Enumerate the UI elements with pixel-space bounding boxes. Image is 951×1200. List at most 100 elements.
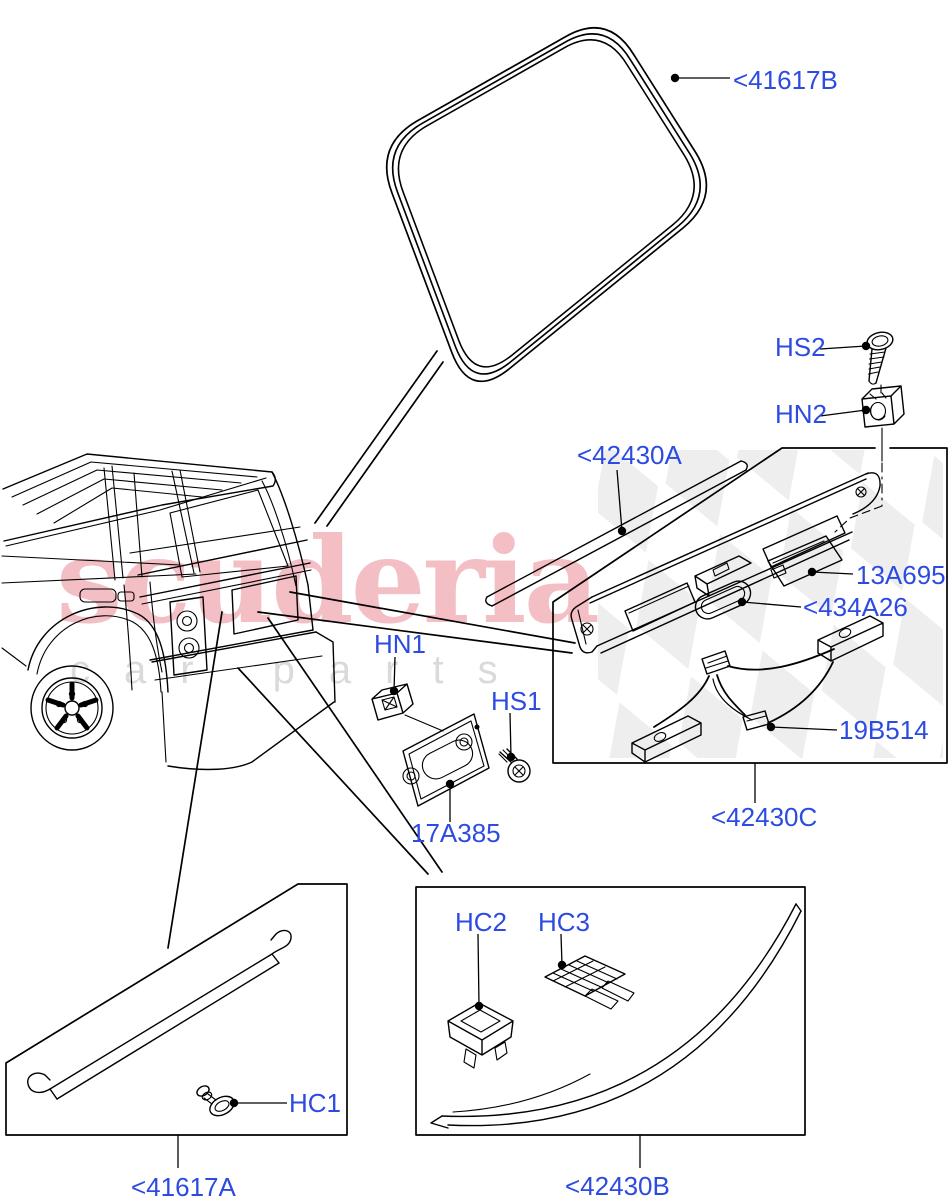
car-wheel-arch (27, 606, 169, 693)
pointer-line-to-lower-trim-box (237, 667, 429, 875)
car-spoiler-line (129, 526, 301, 554)
upper-finisher-strip-42430A (485, 460, 748, 607)
part-labels: <41617B HS2 HN2 <42430A 13A695 <434A26 1… (131, 65, 946, 1200)
car-rear-glass (169, 489, 289, 578)
hs2-screw-drawing (866, 331, 894, 385)
car-bumper-bottom (167, 701, 335, 771)
seal-inner-ring (397, 39, 695, 368)
box-42430B-outline (415, 886, 806, 1136)
weatherstrip-box (5, 883, 348, 1136)
car-bumper-top (151, 631, 317, 663)
car-hub (64, 700, 80, 716)
part-label-41617B[interactable]: <41617B (733, 65, 838, 95)
car-c-pillar (171, 469, 201, 574)
part-label-13A695[interactable]: 13A695 (856, 560, 946, 590)
panel-lamp-recess-left (624, 582, 696, 632)
car-wheel-lugs (55, 690, 89, 724)
part-label-434A26[interactable]: <434A26 (803, 592, 908, 622)
car-roof-gutter (5, 477, 267, 547)
part-label-HS1[interactable]: HS1 (491, 686, 542, 716)
car-tailgate-top (137, 539, 308, 576)
pointer-line-to-finisher-box (289, 591, 576, 644)
car-taillight-lamp-inner (183, 642, 195, 654)
watermark-tagline-text: car parts (70, 648, 532, 692)
panel-top-edge (589, 472, 869, 604)
part-label-HC1[interactable]: HC1 (289, 1088, 341, 1118)
car-taillight-lamp (178, 637, 200, 659)
car-wheel-arch-inner (36, 615, 162, 693)
weatherstrip-41617A (27, 929, 292, 1100)
box-41617A-outline (5, 883, 348, 1136)
hn1-clip-drawing (371, 683, 444, 732)
box-42430C-outline (552, 447, 948, 764)
car-wheel-spokes (45, 681, 99, 731)
part-label-42430C[interactable]: <42430C (711, 802, 817, 832)
plate-oval-hole (421, 739, 474, 780)
car-roof-rib (22, 469, 242, 506)
car-door-seam (123, 584, 133, 691)
seal-middle-ring (391, 33, 702, 375)
car-window-sill (1, 573, 197, 584)
panel-left-face-line (577, 609, 587, 645)
car-roof-rib (53, 487, 203, 524)
tailgate-seal-drawing (385, 27, 708, 383)
watermark: scuderia car parts (56, 450, 943, 758)
car-taillight-housing (169, 596, 208, 676)
part-label-41617A[interactable]: <41617A (131, 1172, 236, 1200)
pointer-line-to-finisher-box (257, 611, 573, 654)
keyless-keypad-13A695 (767, 535, 843, 587)
watermark-brand-text: scuderia (56, 511, 598, 650)
license-lamp-lower (631, 715, 702, 763)
panel-left-endcap (570, 596, 598, 654)
leader-lines (177, 73, 871, 1168)
part-label-19B514[interactable]: 19B514 (839, 715, 929, 745)
lower-trim-blade-42430B (430, 903, 802, 1129)
pointer-line-to-weatherstrip-box (167, 611, 223, 949)
car-d-pillar-inner (261, 480, 297, 587)
part-label-17A385[interactable]: 17A385 (411, 818, 501, 848)
part-label-HS2[interactable]: HS2 (775, 332, 826, 362)
part-label-HC2[interactable]: HC2 (455, 907, 507, 937)
car-mudflap (161, 691, 167, 763)
car-taillight-lamp-inner (181, 615, 193, 627)
car-tailgate-right-edge (307, 584, 314, 631)
harness-wire (653, 675, 710, 728)
car-roof-edge (2, 453, 273, 490)
vehicle-illustration (1, 453, 336, 771)
part-label-42430B[interactable]: <42430B (565, 1171, 670, 1200)
panel-bottom-edge (596, 531, 853, 654)
hs1-screw-drawing (498, 748, 531, 783)
harness-wire (767, 661, 834, 724)
lower-trim-box (415, 886, 806, 1136)
car-door-handle (79, 588, 117, 603)
panel-screw-mark (580, 622, 594, 636)
part-label-42430A[interactable]: <42430A (577, 440, 682, 470)
hc3-clip-drawing (544, 955, 635, 1010)
car-handle-strip-lower (141, 569, 312, 605)
panel-screw-mark (855, 486, 867, 498)
car-roof-rib (11, 461, 258, 498)
panel-center-block (694, 555, 752, 597)
pointer-line-to-seal (326, 361, 444, 527)
car-taillight-lamp (176, 610, 198, 632)
car-plate-recess (231, 575, 299, 635)
panel-center-slot (712, 562, 730, 577)
harness-wire (727, 648, 835, 671)
car-bumper-corner (315, 631, 336, 703)
part-label-HN2[interactable]: HN2 (775, 399, 827, 429)
car-waist-line (1, 555, 181, 566)
oval-gasket-434A26 (694, 580, 752, 620)
hidden-attachment-line (834, 427, 883, 533)
mounting-plate-17A385 (402, 713, 490, 807)
license-lamp-harness (631, 615, 884, 763)
hc2-clip-drawing (447, 1002, 514, 1069)
pointer-line-to-seal (314, 350, 438, 524)
car-tire (30, 665, 114, 751)
part-label-HN1[interactable]: HN1 (374, 629, 426, 659)
car-b-pillar (103, 465, 124, 581)
part-label-HC3[interactable]: HC3 (538, 907, 590, 937)
finisher-kit-box (485, 447, 948, 764)
car-handle-strip (139, 562, 311, 598)
